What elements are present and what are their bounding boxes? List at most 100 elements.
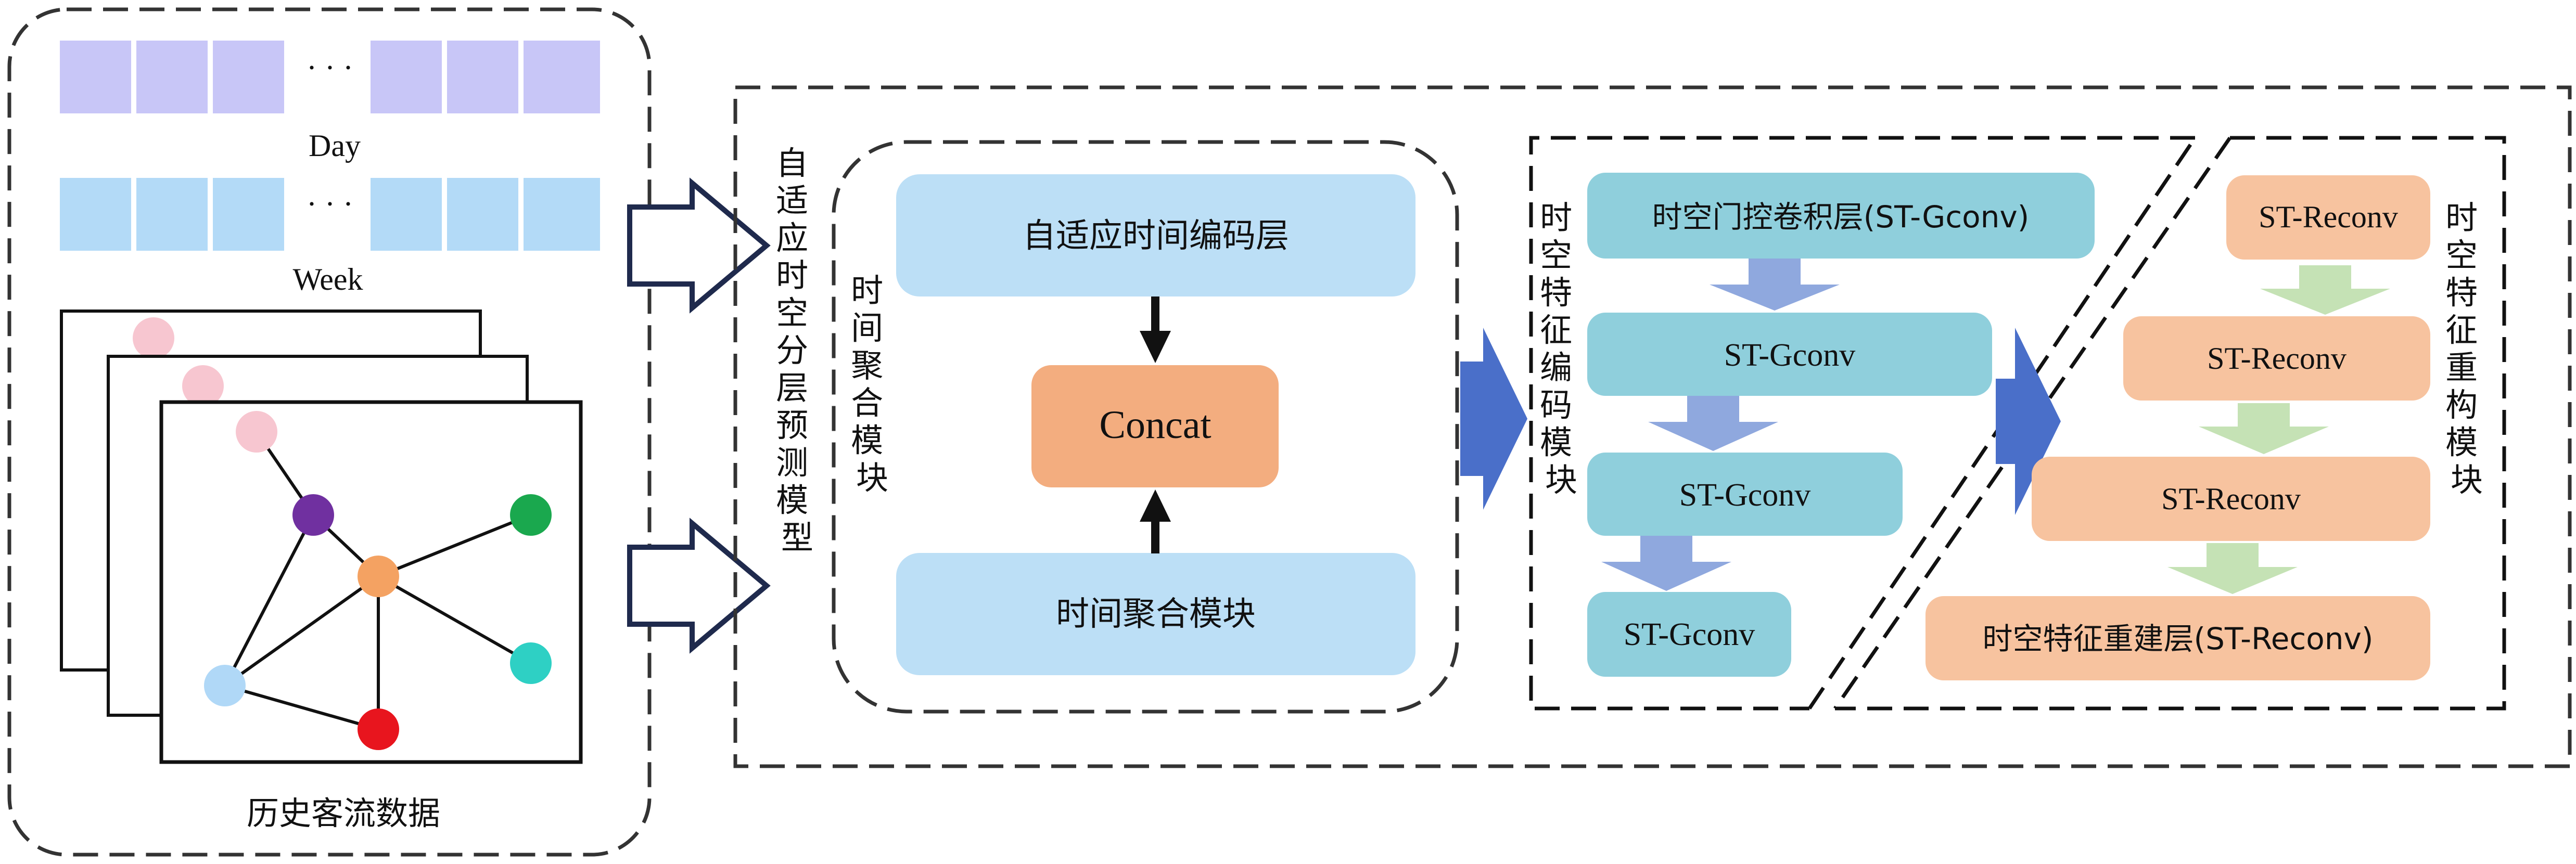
reconstruction-module-title-char: 模: [2445, 423, 2478, 461]
st-gconv-layer-3: [1587, 453, 1903, 536]
week-cell: [371, 178, 442, 251]
adaptive-time-encoding-label: 自适应时间编码层: [1023, 217, 1289, 255]
st-reconstruction-label: 时空特征重建层(ST-Reconv): [1983, 621, 2374, 656]
temporal-module-title-char: 块: [856, 459, 888, 497]
history-data-caption: 历史客流数据: [247, 794, 440, 832]
encoding-module-title-char: 时: [1540, 199, 1572, 237]
model-frame: [733, 85, 2572, 768]
concat-arrow-up: [1140, 489, 1171, 553]
day-cell: [213, 41, 284, 113]
encoding-module-title-char: 空: [1540, 236, 1572, 274]
adaptive-time-encoding-layer: [896, 174, 1415, 296]
model-title-char: 分: [776, 331, 808, 369]
reconstruction-module-title: 时 空 特 征 重 构 模 块: [2445, 199, 2488, 499]
st-reconv-layer-3: [2032, 457, 2430, 541]
model-title-char: 预: [776, 406, 808, 444]
concat-block: [1031, 365, 1279, 487]
encoding-module-title-char: 征: [1540, 311, 1572, 349]
graph-snapshots: [60, 310, 583, 764]
input-arrow-top: [627, 177, 771, 314]
st-reconv-layer-2: [2123, 316, 2430, 401]
encoding-module-title-char: 编: [1540, 349, 1572, 386]
encoding-module-title-char: 模: [1540, 423, 1572, 461]
reconstruction-module-title-char: 时: [2445, 199, 2478, 237]
model-title-char: 应: [776, 219, 808, 257]
encoding-module-title-char: 块: [1545, 461, 1577, 499]
day-cell: [136, 41, 208, 113]
model-title-char: 层: [776, 369, 808, 407]
model-title-char: 时: [776, 256, 808, 294]
flow-arrow-to-encoder: [1460, 328, 1527, 510]
encoding-module-title-char: 码: [1540, 386, 1572, 424]
graph-node-purple: [292, 494, 334, 536]
graph-node-teal: [510, 642, 552, 684]
input-arrow-bottom: [627, 518, 771, 654]
st-reconv-label-3: ST-Reconv: [2161, 482, 2301, 516]
temporal-module-title-char: 聚: [851, 346, 883, 384]
week-cell: [524, 178, 600, 251]
st-reconv-label-2: ST-Reconv: [2207, 341, 2347, 376]
concat-arrow-down: [1140, 296, 1171, 363]
graph-node-pink: [236, 411, 277, 453]
temporal-aggregation-layer: [896, 553, 1415, 675]
temporal-module-title-char: 时: [851, 272, 883, 310]
reconstruction-arrow-3: [2167, 543, 2298, 594]
model-title-char: 自: [776, 144, 808, 182]
st-gconv-label-4: ST-Gconv: [1624, 617, 1755, 652]
day-ellipsis: · · ·: [307, 50, 353, 85]
temporal-aggregation-label: 时间聚合模块: [1056, 595, 1256, 634]
graph-node-lightblue: [204, 665, 246, 706]
temporal-module-frame: [832, 140, 1459, 714]
week-cell: [447, 178, 518, 251]
graph-node-orange: [358, 556, 399, 597]
st-gconv-layer-2: [1587, 313, 1992, 396]
model-title-char: 型: [781, 519, 813, 557]
st-gconv-label-3: ST-Gconv: [1679, 478, 1811, 513]
graph-node-middle: [182, 365, 224, 407]
temporal-module-title-char: 模: [851, 421, 883, 459]
st-reconv-layer-1: [2226, 175, 2430, 260]
concat-label: Concat: [1099, 403, 1211, 447]
reconstruction-arrow-1: [2260, 265, 2390, 315]
model-title-char: 模: [776, 481, 808, 519]
temporal-module-title-char: 间: [851, 309, 883, 347]
reconstruction-module-title-char: 征: [2445, 311, 2478, 349]
encoding-module-frame: [1529, 136, 2195, 711]
st-gated-conv-layer: [1587, 173, 2095, 259]
reconstruction-module-title-char: 空: [2445, 236, 2478, 274]
encoding-arrow-3: [1601, 536, 1731, 591]
reconstruction-module-frame: [1835, 136, 2506, 711]
day-cell: [447, 41, 518, 113]
model-title-char: 空: [776, 294, 808, 332]
day-cell: [524, 41, 600, 113]
reconstruction-module-title-char: 构: [2445, 386, 2478, 424]
reconstruction-arrow-2: [2199, 403, 2329, 454]
week-cell: [136, 178, 208, 251]
reconstruction-module-title-char: 重: [2445, 349, 2478, 386]
week-sequence: · · · Week: [60, 178, 600, 296]
encoding-module-title: 时 空 特 征 编 码 模 块: [1540, 199, 1583, 499]
encoding-module-title-char: 特: [1540, 274, 1572, 312]
st-gated-conv-label: 时空门控卷积层(ST-Gconv): [1652, 199, 2030, 235]
flow-arrow-to-reconstruction: [1996, 328, 2061, 515]
week-cell: [213, 178, 284, 251]
model-title-char: 适: [776, 182, 808, 220]
st-reconv-label-1: ST-Reconv: [2259, 200, 2398, 234]
week-cell: [60, 178, 131, 251]
st-reconstruction-layer: [1925, 596, 2430, 680]
st-gconv-label-2: ST-Gconv: [1724, 338, 1856, 373]
day-label: Day: [309, 128, 361, 163]
temporal-module-title: 时 间 聚 合 模 块: [851, 272, 894, 497]
history-data-panel: [7, 7, 652, 857]
day-sequence: · · · Day: [60, 41, 600, 163]
model-title-char: 测: [776, 444, 808, 482]
reconstruction-module-title-char: 块: [2451, 461, 2483, 499]
day-cell: [60, 41, 131, 113]
model-title: 自 适 应 时 空 分 层 预 测 模 型: [776, 144, 819, 557]
graph-node-back: [133, 317, 174, 359]
week-label: Week: [292, 262, 363, 296]
st-gconv-layer-4: [1587, 592, 1791, 677]
encoding-arrow-2: [1648, 396, 1778, 451]
reconstruction-module-title-char: 特: [2445, 274, 2478, 312]
